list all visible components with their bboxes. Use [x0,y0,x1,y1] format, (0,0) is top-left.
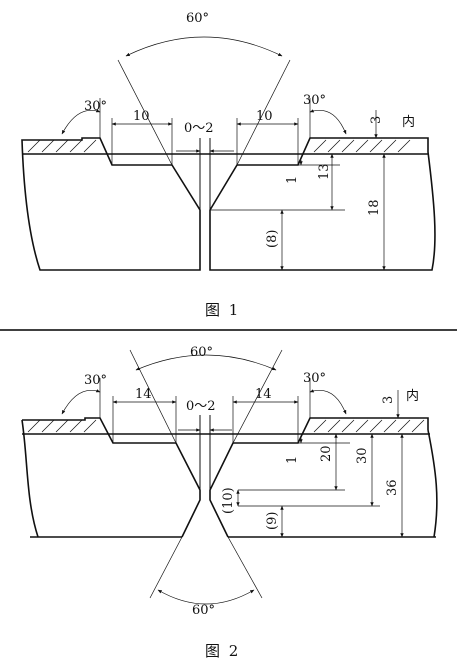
fig1-hatch-right [313,139,411,153]
fig2-bottom-height: (9) [265,512,280,530]
fig2-step-depth: 3 [381,396,396,404]
fig2-plate-right [209,417,429,538]
fig1-root-face: 1 [285,176,300,184]
fig1-bevel-right: 30° [303,93,326,108]
fig1-plate-right [209,137,436,271]
fig2-root-face: 1 [285,456,300,464]
figure-1: 60° 30° 30° 10 10 0～2 3 内 1 13 [21,11,436,319]
fig2-groove-depth: 20 [319,445,334,462]
fig1-hatch-left [27,139,97,153]
fig2-hatch-right [313,419,425,433]
fig2-bevel-right: 30° [303,371,326,386]
fig1-angle-top: 60° [186,11,209,26]
fig1-width-right: 10 [256,109,273,124]
fig2-plate-left [22,417,201,538]
fig1-bevel-left: 30° [84,99,107,114]
fig2-inner-label: 内 [406,388,419,404]
fig2-width-left: 14 [135,387,152,402]
fig1-gap: 0～2 [184,121,214,136]
fig2-break-left [21,419,39,538]
fig1-inner-label: 内 [402,114,415,130]
fig1-thickness: 18 [367,199,382,216]
fig1-width-left: 10 [133,109,150,124]
fig2-caption: 图 2 [205,642,240,660]
fig2-bevel-left: 30° [84,373,107,388]
figure-2: 60° 30° 30° 14 14 0～2 3 内 1 20 [21,345,438,660]
fig2-root-height: (10) [221,487,236,514]
fig1-plate-left [21,137,201,271]
fig2-break-right [427,429,438,538]
fig2-width-right: 14 [255,387,272,402]
fig1-caption: 图 1 [205,301,240,319]
fig1-root-height: (8) [265,230,280,248]
fig2-thickness: 36 [385,479,400,496]
fig1-groove-depth: 13 [317,163,332,180]
fig2-gap: 0～2 [186,399,216,414]
fig1-step-depth: 3 [369,116,384,124]
fig2-hatch-left [27,419,97,433]
fig2-angle-top: 60° [190,345,213,360]
fig2-angle-bottom: 60° [192,603,215,618]
fig2-outer-depth: 30 [355,447,370,464]
